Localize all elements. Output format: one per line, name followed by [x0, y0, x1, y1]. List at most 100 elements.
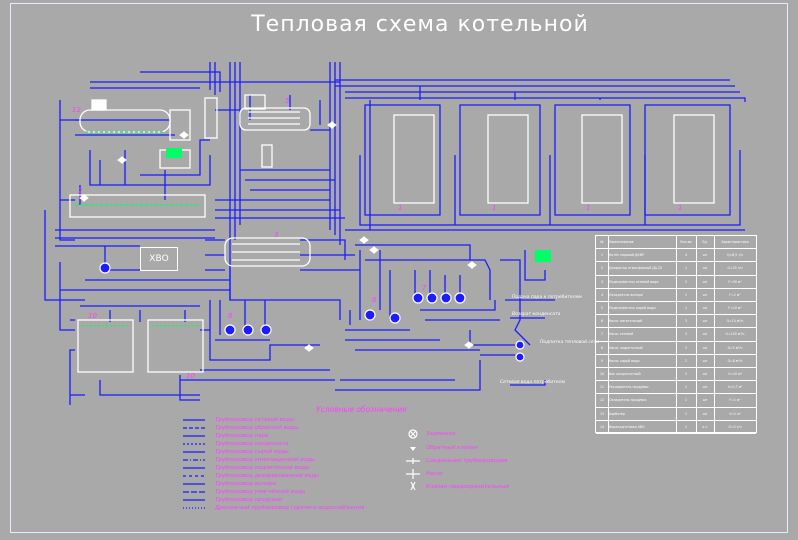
table-cell: Охладитель выпара: [609, 292, 643, 297]
table-cell: 4: [684, 253, 688, 258]
svg-text:1: 1: [398, 204, 402, 212]
table-cell: F=2 м²: [729, 292, 741, 297]
table-cell: 13: [599, 411, 605, 416]
svg-text:8: 8: [228, 312, 233, 320]
table-cell: Q=6,5 т/ч: [726, 253, 744, 258]
table-cell: F=1 м²: [729, 398, 741, 403]
symbol-legend-item: Обратный клапан: [426, 445, 478, 451]
table-cell: V=10 м³: [728, 372, 742, 376]
table-row: 4 Охладитель выпара 1 шт F=2 м²: [596, 288, 756, 302]
table-cell: G=100 м³/ч: [725, 332, 745, 337]
symbol-legend-item: Клапан предохранительный: [426, 484, 509, 490]
page-title: Тепловая схема котельной: [251, 12, 589, 37]
table-row: 8 Насос подпиточный 2 шт G=5 м³/ч: [596, 341, 756, 355]
legend-item: Дренажный трубопровод горячего водоснабж…: [215, 505, 365, 511]
water-treatment-unit: ХВО: [140, 247, 178, 271]
table-cell: 1: [600, 253, 604, 258]
legend-item: Трубопровод сырой воды: [215, 449, 289, 455]
table-cell: 1: [684, 266, 688, 271]
legend-item: Трубопровод пара: [215, 433, 269, 439]
table-cell: шт: [702, 385, 708, 390]
table-cell: G=8 м³/ч: [727, 358, 743, 363]
table-cell: Охладитель продувки: [609, 398, 647, 403]
table-cell: 14: [599, 424, 605, 429]
svg-text:12: 12: [72, 106, 81, 114]
table-cell: Насос подпиточный: [609, 345, 643, 350]
svg-text:1: 1: [678, 204, 682, 212]
side-note-2: Возврат конденсата: [512, 312, 561, 317]
table-cell: шт: [702, 292, 708, 297]
svg-text:10: 10: [186, 372, 195, 380]
table-cell: шт: [702, 398, 708, 403]
table-cell: 3: [684, 332, 688, 337]
symbol-legend-item: Задвижка: [426, 431, 456, 437]
table-row: 10 Бак конденсатный 2 шт V=10 м³: [596, 368, 756, 382]
legend-title: Условные обозначения: [316, 405, 407, 414]
table-cell: 1: [684, 292, 688, 297]
table-cell: шт: [702, 372, 708, 376]
table-cell: 2: [684, 372, 688, 376]
table-cell: Бак конденсатный: [609, 372, 641, 376]
table-cell: G=5 т/ч: [728, 424, 742, 429]
table-cell: 6: [600, 319, 604, 324]
svg-text:6: 6: [372, 296, 377, 304]
svg-text:10: 10: [88, 312, 97, 320]
table-cell: F=30 м²: [728, 279, 742, 284]
table-cell: шт: [702, 345, 708, 350]
table-cell: шт: [702, 279, 708, 284]
legend-item: Трубопровод выпара: [215, 481, 276, 487]
side-note-4: Сетевая вода потребителю: [500, 380, 566, 385]
legend-item: Трубопровод сетевой воды: [215, 417, 295, 423]
table-cell: Насос питательный: [609, 319, 643, 324]
svg-text:1: 1: [492, 204, 496, 212]
table-cell: 2: [684, 345, 688, 350]
table-cell: шт: [702, 411, 708, 416]
table-cell: 3: [684, 319, 688, 324]
table-cell: Подогреватель сырой воды: [609, 306, 656, 310]
svg-text:1: 1: [586, 204, 590, 212]
table-cell: 4: [600, 292, 604, 297]
table-cell: 1: [684, 385, 688, 390]
legend-item: Трубопровод умягчённой воды: [215, 489, 306, 495]
table-cell: шт: [702, 253, 708, 258]
table-cell: 9: [600, 358, 604, 363]
table-cell: G=10 м³/ч: [726, 319, 744, 324]
table-cell: Насос сетевой: [609, 332, 634, 337]
legend-item: Трубопровод деаэрированной воды: [215, 473, 320, 479]
table-cell: 1: [684, 306, 688, 310]
table-cell: к-т: [702, 424, 708, 429]
table-cell: Деаэратор атмосферный ДА-25: [609, 266, 663, 271]
symbol-legend-item: Насос: [426, 471, 443, 477]
legend-item: Трубопровод конденсата: [215, 441, 289, 447]
table-cell: G=5 м³/ч: [727, 345, 743, 350]
legend-item: Трубопровод продувки: [215, 497, 283, 503]
table-cell: 3: [600, 279, 604, 284]
table-cell: V=0,7 м³: [727, 385, 743, 390]
table-cell: Котёл паровой ДКВР: [609, 253, 644, 258]
table-cell: 2: [684, 358, 688, 363]
svg-text:7: 7: [422, 284, 427, 292]
table-cell: Ед.: [702, 240, 708, 244]
table-cell: шт: [702, 332, 708, 337]
svg-text:2: 2: [78, 187, 83, 195]
svg-text:3: 3: [274, 231, 278, 239]
table-cell: 11: [599, 385, 605, 390]
table-cell: 1: [684, 424, 688, 429]
table-cell: 10: [599, 372, 605, 376]
table-cell: Подогреватель сетевой воды: [609, 279, 659, 284]
table-cell: 2: [684, 279, 688, 284]
table-cell: G=25 т/ч: [727, 266, 743, 271]
table-cell: 8: [600, 345, 604, 350]
table-cell: 1: [684, 411, 688, 416]
